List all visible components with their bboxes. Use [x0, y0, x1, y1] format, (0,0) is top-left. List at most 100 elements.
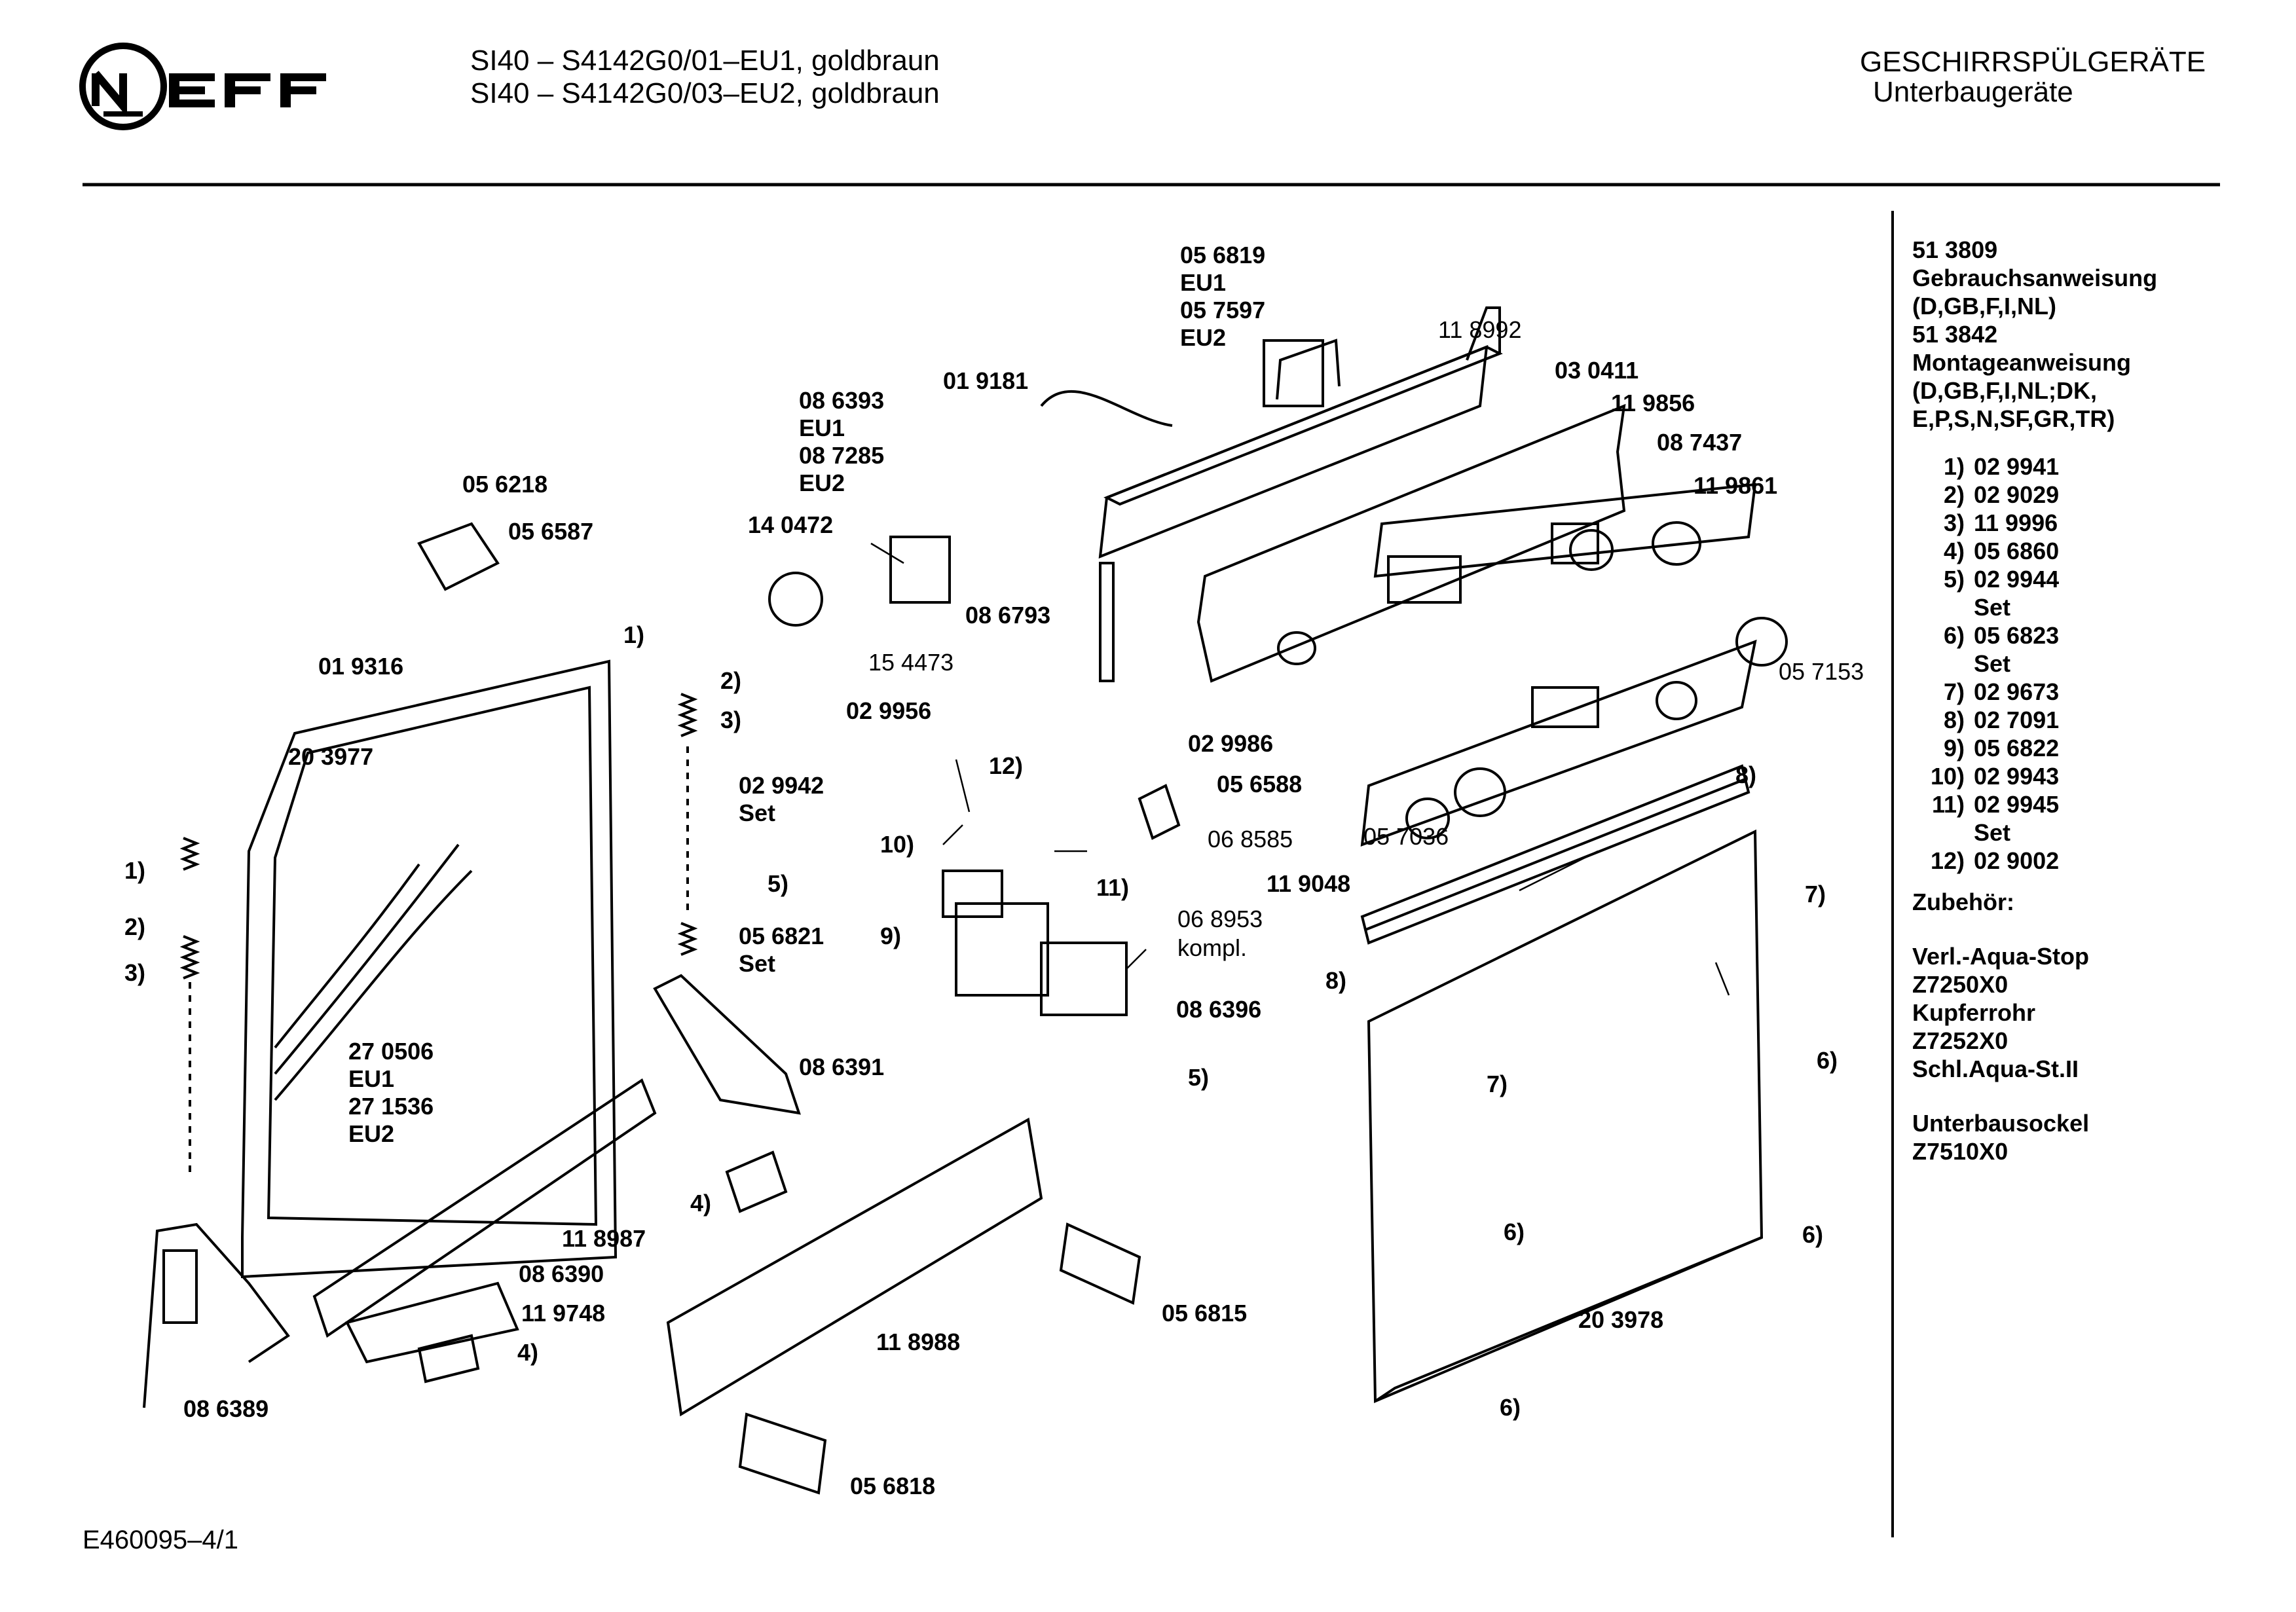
key-2-a: 2) — [720, 667, 742, 694]
label-030411: 03 0411 — [1555, 357, 1639, 384]
accessory-line: Z7252X0 — [1912, 1027, 2009, 1054]
bottom-rail — [312, 1078, 657, 1364]
label-eu1-c: EU1 — [348, 1065, 395, 1092]
label-eu2-a: EU2 — [1180, 324, 1227, 351]
side-panel: 51 3809 Gebrauchsanweisung (D,GB,F,I,NL)… — [1912, 236, 2157, 1165]
motor-part — [768, 572, 823, 627]
parts-key-number: 7) — [1943, 678, 1965, 705]
parts-key-item: 2)02 9029 — [1912, 481, 2157, 509]
parts-key-item: 1)02 9941 — [1912, 452, 2157, 481]
catch — [1138, 784, 1181, 840]
seal-frame — [1040, 942, 1128, 1016]
key-6-c: 6) — [1802, 1221, 1824, 1248]
key-11: 11) — [1096, 874, 1130, 901]
label-set-1: Set — [739, 799, 776, 826]
water-valve — [889, 536, 951, 604]
label-eu1-b: EU1 — [799, 414, 845, 441]
label-068953: 06 8953 — [1177, 906, 1263, 932]
parts-key-item: 8) 02 7091 — [1912, 706, 2157, 734]
block-part — [417, 1334, 480, 1383]
category-title: GESCHIRRSPÜLGERÄTE — [1860, 46, 2206, 78]
accessory-line: Verl.-Aqua-Stop — [1912, 943, 2090, 970]
key-1-a: 1) — [623, 621, 645, 648]
doc-1-number: 51 3809 — [1912, 236, 1998, 263]
label-119856: 11 9856 — [1611, 390, 1695, 416]
key-8-b: 8) — [1325, 967, 1347, 994]
label-057597: 05 7597 — [1180, 297, 1266, 323]
parts-key-number: 8) — [1943, 706, 1965, 733]
parts-key-value: 02 9941 — [1974, 453, 2060, 480]
rail-part-2 — [738, 1412, 827, 1495]
key-3-a: 3) — [720, 706, 742, 733]
label-086393: 08 6393 — [799, 387, 885, 414]
label-019316: 01 9316 — [318, 653, 404, 680]
parts-key-value: 02 7091 — [1974, 706, 2060, 733]
model-line-1: SI40 – S4142G0/01–EU1, goldbraun — [470, 45, 940, 77]
label-029986: 02 9986 — [1188, 730, 1274, 757]
parts-key-number: 5) — [1943, 566, 1965, 593]
parts-key-value: 02 9673 — [1974, 678, 2060, 705]
parts-key-value: 05 6823 — [1974, 622, 2060, 649]
key-5-b: 5) — [1188, 1064, 1210, 1091]
subcategory-title: Unterbaugeräte — [1873, 76, 2073, 108]
label-086391: 08 6391 — [799, 1053, 885, 1080]
parts-key-number: 3) — [1943, 509, 1965, 536]
door-cover-panel — [1360, 639, 1757, 847]
parts-key-item: 6)05 6823 — [1912, 621, 2157, 650]
parts-key-number: 11) — [1931, 791, 1965, 818]
parts-key-value: 02 9943 — [1974, 763, 2060, 790]
doc-1-langs: (D,GB,F,I,NL) — [1912, 293, 2056, 320]
parts-key-value: 02 9944 — [1974, 566, 2060, 593]
control-panel-frame — [1098, 306, 1503, 682]
doc-2-langs: (D,GB,F,I,NL;DK, — [1912, 377, 2097, 404]
parts-key-number: 12) — [1930, 847, 1965, 874]
hinge-left — [143, 1222, 290, 1408]
label-056819: 05 6819 — [1180, 242, 1266, 268]
outer-door — [1367, 829, 1764, 1403]
label-118992: 11 8992 — [1438, 316, 1522, 343]
knob-1 — [1735, 617, 1788, 667]
cable — [1040, 390, 1173, 427]
parts-key-item: 3)11 9996 — [1912, 509, 2157, 537]
label-eu1-a: EU1 — [1180, 269, 1227, 296]
label-029956: 02 9956 — [846, 697, 932, 724]
label-056818: 05 6818 — [850, 1473, 936, 1499]
parts-key-value: 05 6822 — [1974, 735, 2060, 761]
parts-key-note: Set — [1974, 819, 2011, 846]
doc-1-title: Gebrauchsanweisung — [1912, 265, 2158, 291]
neff-logo — [77, 41, 352, 136]
key-6-a: 6) — [1817, 1047, 1838, 1074]
parts-key-item: 5) 02 9944 — [1912, 565, 2157, 593]
front-facia-bar — [1373, 483, 1757, 578]
parts-key-value: 02 9029 — [1974, 481, 2060, 508]
parts-key-item: 11)02 9945 — [1912, 790, 2157, 818]
rail-part-1 — [1059, 1222, 1141, 1305]
knob-2 — [1454, 767, 1506, 817]
parts-key-note: Set — [1974, 650, 2011, 677]
parts-key-item: 9)05 6822 — [1912, 734, 2157, 762]
label-086390: 08 6390 — [519, 1260, 604, 1287]
label-271536: 27 1536 — [348, 1093, 434, 1120]
key-10: 10) — [880, 831, 915, 858]
bracket-small — [725, 1150, 788, 1213]
key-6-b: 6) — [1504, 1218, 1525, 1245]
base-title: Unterbausockel — [1912, 1110, 2090, 1137]
label-056815: 05 6815 — [1162, 1300, 1248, 1327]
label-068585: 06 8585 — [1208, 826, 1293, 852]
key-8-a: 8) — [1735, 761, 1757, 788]
label-087437: 08 7437 — [1657, 429, 1743, 456]
springs — [179, 693, 698, 1179]
key-12: 12) — [989, 752, 1024, 779]
key-3-b: 3) — [124, 959, 146, 986]
base-code: Z7510X0 — [1912, 1138, 2009, 1165]
key-6-d: 6) — [1500, 1394, 1521, 1421]
label-119861: 11 9861 — [1694, 472, 1778, 499]
doc-2-title: Montageanweisung — [1912, 349, 2132, 376]
doc-2-number: 51 3842 — [1912, 321, 1998, 348]
clip-part — [1263, 339, 1324, 407]
accessory-line: Schl.Aqua-St.II — [1912, 1055, 2079, 1082]
label-086396: 08 6396 — [1176, 996, 1262, 1023]
